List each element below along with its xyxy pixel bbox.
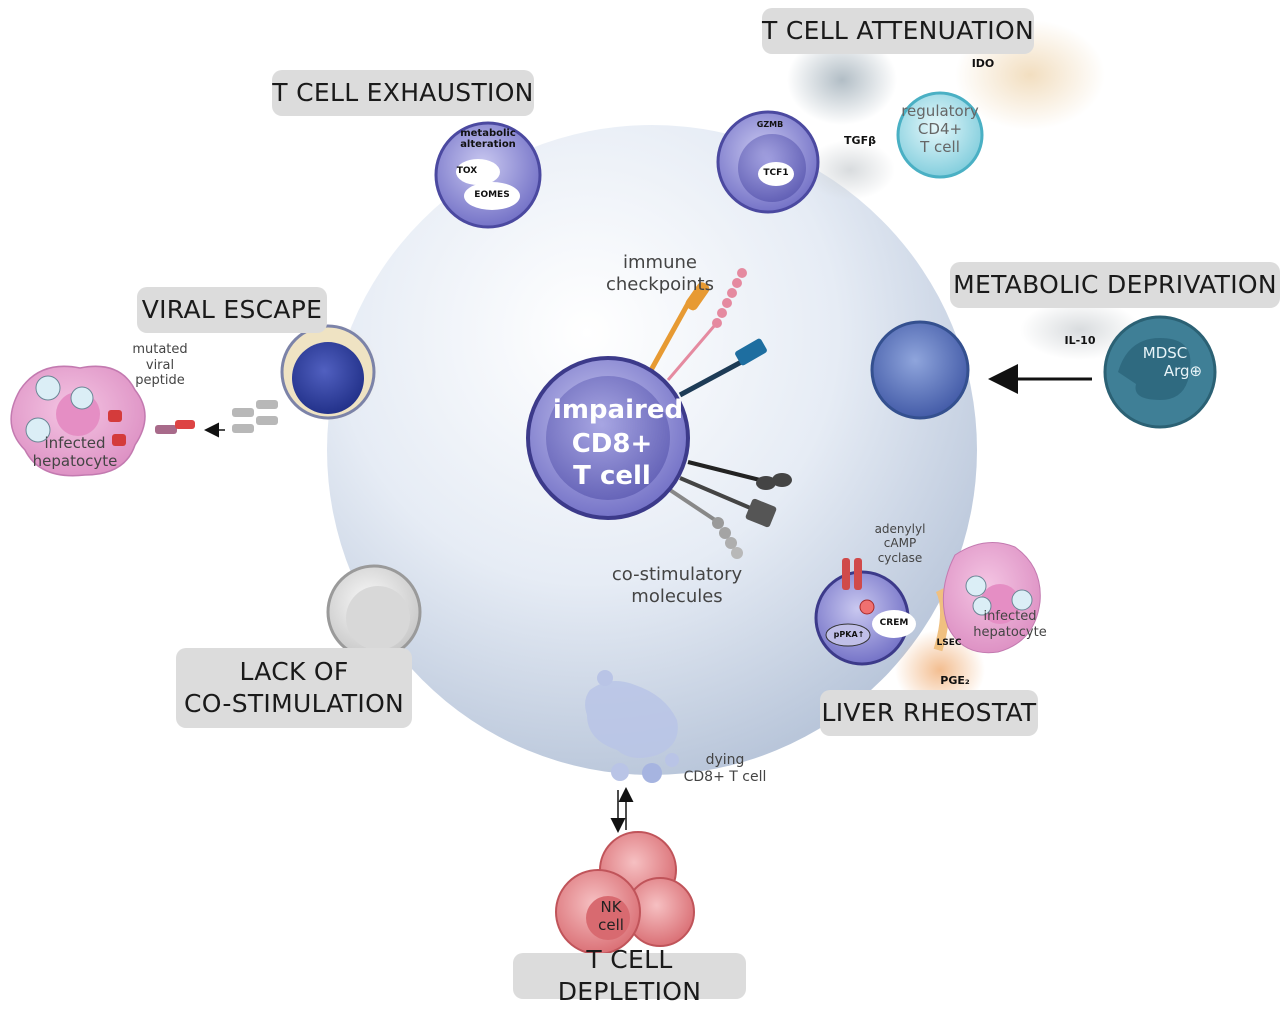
ido-label: IDO: [971, 57, 995, 70]
title-costim: LACK OF CO-STIMULATION: [176, 648, 412, 728]
center-title-2: CD8+: [572, 429, 653, 459]
infected-hepatocyte-right-label: infected hepatocyte: [973, 609, 1047, 640]
title-rheostat: LIVER RHEOSTAT: [820, 690, 1038, 736]
ppka-label: pPKA↑: [833, 630, 865, 639]
metabolic-alteration-label: metabolic alteration: [460, 128, 516, 150]
dying-tcell: [585, 670, 679, 783]
pge2-label: PGE₂: [940, 674, 970, 687]
infected-hepatocyte-left-label: infected hepatocyte: [32, 434, 118, 470]
center-title-3: T cell: [573, 461, 651, 491]
adenylyl-label: adenylyl cAMP cyclase: [874, 522, 926, 565]
title-attenuation: T CELL ATTENUATION: [762, 8, 1034, 54]
lsec-label: LSEC: [936, 638, 962, 648]
nk-cell-label: NK cell: [598, 898, 624, 934]
mdsc-label: MDSC: [1142, 344, 1188, 362]
crem-label: CREM: [879, 618, 909, 628]
metabolic-tcell: [870, 300, 1217, 429]
viral-escape-tcell: [155, 322, 380, 434]
title-viral: VIRAL ESCAPE: [137, 287, 327, 333]
tgfb-label: TGFβ: [844, 134, 876, 147]
eomes-label: EOMES: [474, 190, 510, 200]
central-tcell: [526, 268, 792, 559]
rheostat-tcell: [814, 542, 1041, 710]
dying-tcell-label: dying CD8+ T cell: [683, 752, 767, 785]
title-metabolic: METABOLIC DEPRIVATION: [950, 262, 1280, 308]
unstimulated-tcell: [326, 564, 422, 660]
infected-hepatocyte-left: [10, 365, 146, 477]
arg-label: Arg⊕: [1163, 362, 1203, 380]
exhausted-tcell: [434, 121, 542, 229]
attenuated-tcell: [716, 20, 1105, 214]
title-exhaustion: T CELL EXHAUSTION: [272, 70, 534, 116]
center-title-1: impaired: [553, 395, 683, 425]
title-depletion: T CELL DEPLETION: [513, 945, 746, 1006]
nk-cells: [555, 831, 695, 955]
gzmb-label: GZMB: [756, 120, 784, 129]
il10-label: IL-10: [1064, 334, 1096, 347]
costimulatory-label: co-stimulatory molecules: [611, 564, 743, 607]
mutated-peptide-label: mutated viral peptide: [132, 342, 188, 389]
tcf1-label: TCF1: [763, 168, 789, 178]
treg-label: regulatory CD4+ T cell: [901, 102, 979, 156]
immune-checkpoints-label: immune checkpoints: [606, 252, 714, 295]
tox-label: TOX: [456, 166, 478, 176]
